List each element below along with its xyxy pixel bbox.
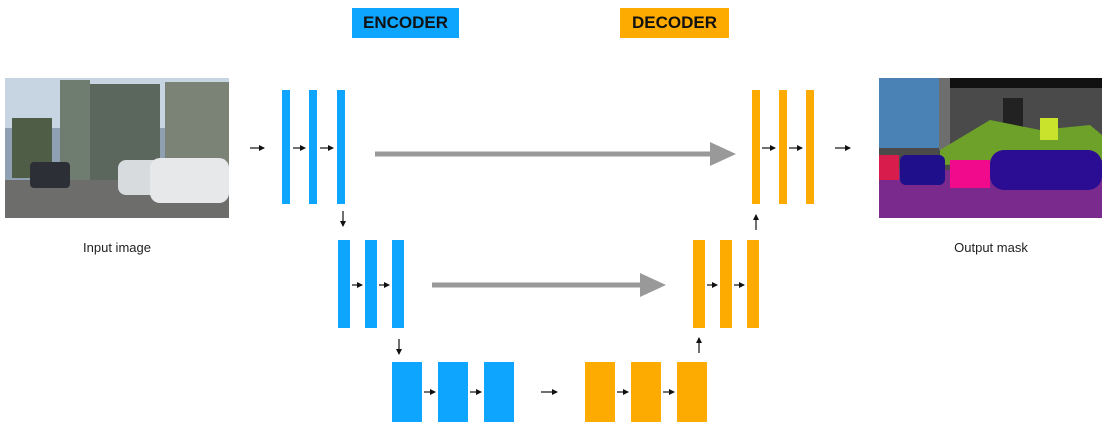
encoder-layer — [338, 240, 350, 328]
encoder-block-1 — [282, 90, 345, 204]
output-mask-caption: Output mask — [954, 240, 1028, 255]
decoder-layer — [693, 240, 705, 328]
decoder-layer — [747, 240, 759, 328]
encoder-layer — [337, 90, 345, 204]
decoder-layer — [752, 90, 760, 204]
decoder-title: DECODER — [620, 8, 729, 38]
decoder-block-3 — [585, 362, 707, 422]
encoder-title: ENCODER — [352, 8, 459, 38]
output-mask — [879, 78, 1102, 218]
decoder-block-2 — [693, 240, 759, 328]
decoder-layer — [677, 362, 707, 422]
decoder-layer — [779, 90, 787, 204]
encoder-block-2 — [338, 240, 404, 328]
decoder-layer — [631, 362, 661, 422]
decoder-layer — [720, 240, 732, 328]
encoder-layer — [392, 362, 422, 422]
input-image-caption: Input image — [83, 240, 151, 255]
encoder-layer — [282, 90, 290, 204]
input-image — [5, 78, 229, 218]
decoder-block-1 — [752, 90, 814, 204]
encoder-layer — [438, 362, 468, 422]
encoder-layer — [484, 362, 514, 422]
flow-arrows — [250, 145, 851, 395]
encoder-layer — [365, 240, 377, 328]
decoder-layer — [585, 362, 615, 422]
encoder-block-3 — [392, 362, 514, 422]
encoder-layer — [309, 90, 317, 204]
encoder-layer — [392, 240, 404, 328]
skip-connection-1 — [375, 142, 736, 166]
skip-connection-2 — [432, 273, 666, 297]
decoder-layer — [806, 90, 814, 204]
